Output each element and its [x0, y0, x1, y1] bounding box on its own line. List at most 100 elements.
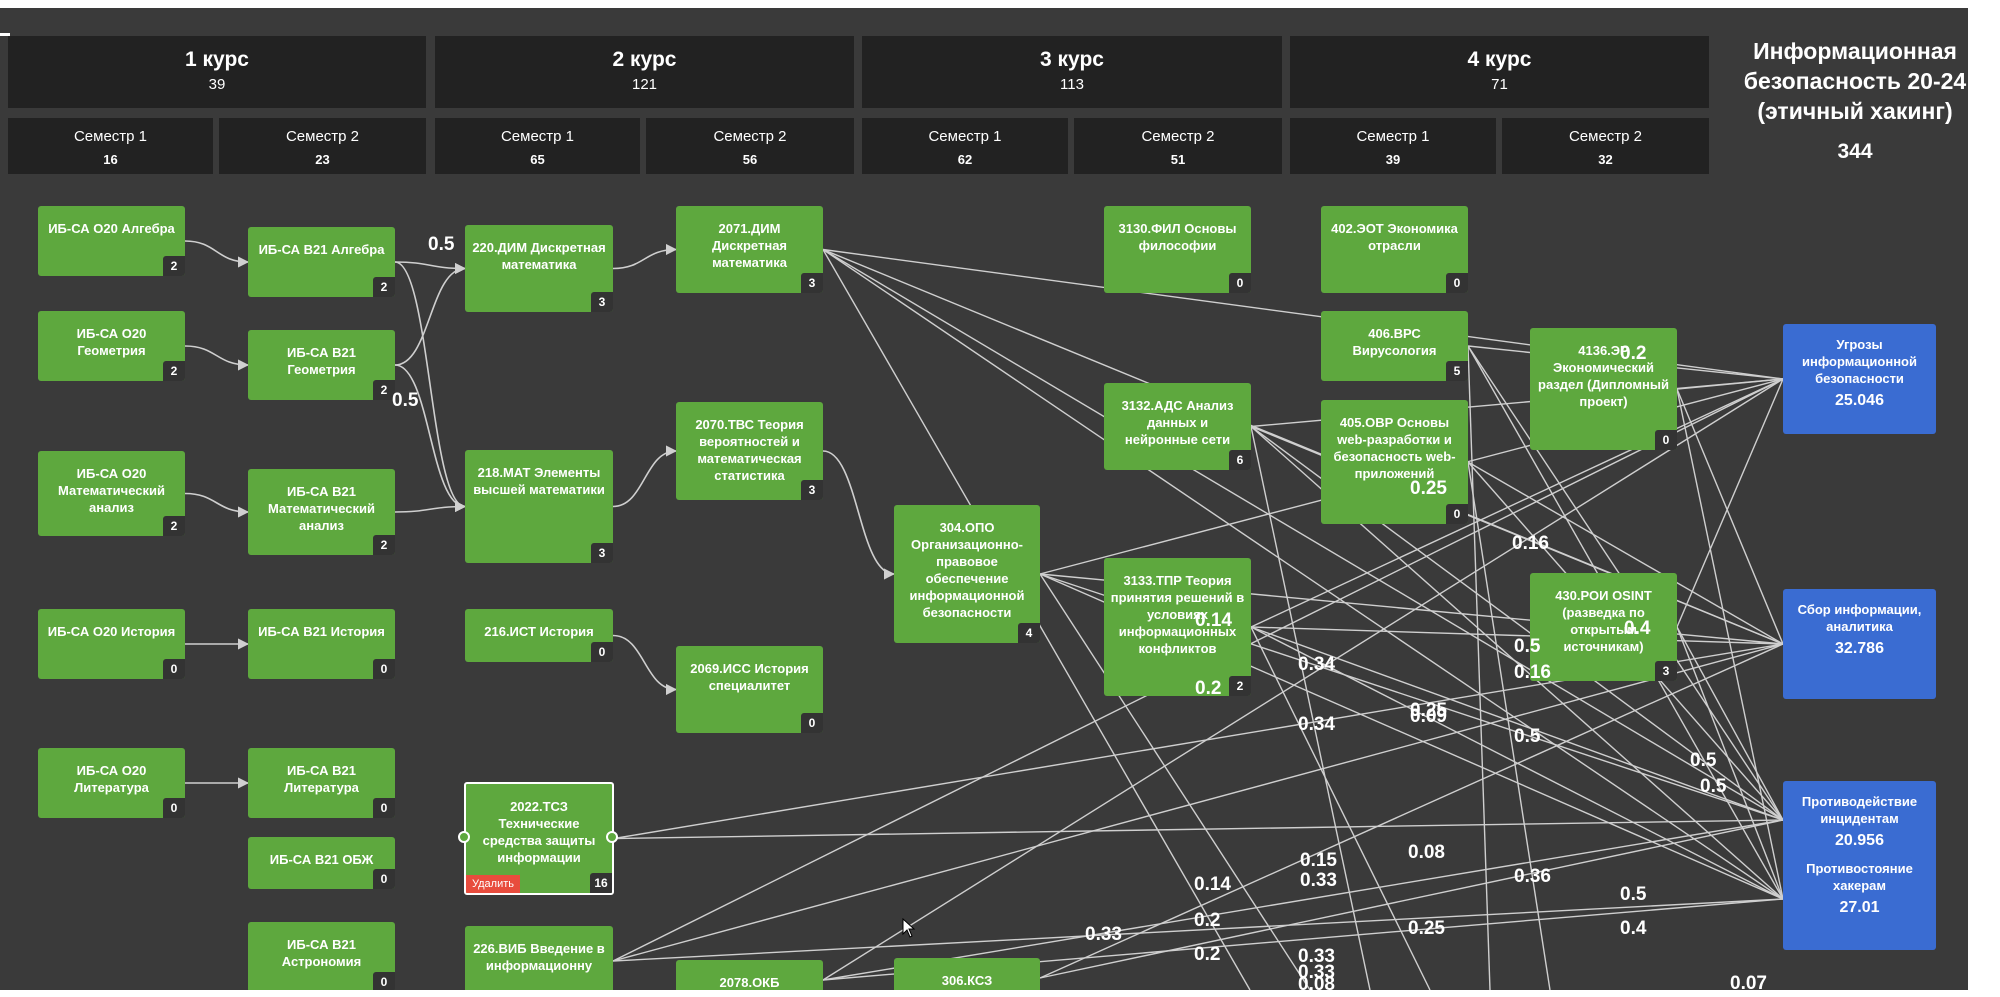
- course-card[interactable]: 2070.ТВС Теория вероятностей и математич…: [676, 402, 823, 500]
- course-credits: 5: [1446, 361, 1468, 381]
- year-count: 39: [208, 76, 226, 93]
- connector-handle-left[interactable]: [458, 831, 470, 843]
- competency-anti-hacker[interactable]: Противостояние хакерам 27.01: [1783, 848, 1936, 950]
- competency-label: Противодействие инцидентам: [1801, 794, 1918, 826]
- semester-title: Семестр 1: [500, 128, 575, 145]
- course-credits: 3: [591, 543, 613, 563]
- course-card-selected[interactable]: 2022.ТСЗ Технические средства защиты инф…: [464, 782, 614, 895]
- delete-button[interactable]: Удалить: [466, 875, 520, 893]
- edge-weight: 0.2: [1194, 910, 1221, 931]
- course-label: ИБ-СА О20 Геометрия: [76, 326, 147, 358]
- curriculum-canvas[interactable]: 1 курс 39 2 курс 121 3 курс 113 4 курс 7…: [0, 8, 1968, 990]
- course-credits: 2: [163, 361, 185, 381]
- course-credits: 3: [591, 292, 613, 312]
- competency-info-gathering[interactable]: Сбор информации, аналитика 32.786: [1783, 589, 1936, 699]
- semester-title: Семестр 2: [285, 128, 360, 145]
- year-header-1: 1 курс 39: [8, 36, 426, 108]
- course-card[interactable]: 306.КСЗ: [894, 958, 1040, 990]
- dependency-edge: [612, 634, 678, 696]
- course-credits: 2: [373, 535, 395, 555]
- semester-header: Семестр 2 32: [1502, 118, 1709, 174]
- semester-count: 16: [103, 152, 118, 167]
- edge-weight: 0.2: [1195, 678, 1222, 699]
- course-card[interactable]: 3133.ТПР Теория принятия решений в услов…: [1104, 558, 1251, 696]
- competency-incident-response[interactable]: Противодействие инцидентам 20.956: [1783, 781, 1936, 859]
- semester-title: Семестр 2: [1141, 128, 1215, 145]
- edge-weight: 0.08: [1408, 842, 1445, 863]
- edge-weight: 0.33: [1298, 962, 1335, 983]
- edge-weight: 0.25: [1408, 918, 1445, 939]
- competency-edge: [613, 819, 1784, 840]
- competency-edge: [822, 378, 1784, 981]
- semester-count: 23: [315, 152, 330, 167]
- course-label: ИБ-СА В21 История: [258, 624, 385, 639]
- course-label: ИБ-СА В21 ОБЖ: [269, 852, 374, 867]
- dependency-edge: [394, 261, 467, 275]
- competency-edge: [1676, 378, 1784, 390]
- edge-weight: 0.25: [1410, 700, 1447, 721]
- course-label: ИБ-СА В21 Геометрия: [287, 345, 356, 377]
- course-label: 306.КСЗ: [941, 973, 993, 988]
- course-credits: 0: [373, 798, 395, 818]
- competency-edge: [822, 819, 1784, 981]
- semester-header: Семестр 1 16: [8, 118, 213, 174]
- semester-header: Семестр 2 51: [1074, 118, 1282, 174]
- edge-weight: 0.33: [1300, 870, 1337, 891]
- course-label: ИБ-СА В21 Алгебра: [258, 242, 385, 257]
- year-count: 121: [631, 76, 658, 93]
- competency-edge: [822, 248, 1784, 821]
- competency-edge: [1039, 819, 1784, 979]
- course-card[interactable]: 405.ОВР Основы web-разработки и безопасн…: [1321, 400, 1468, 524]
- edge-weight: 0.5: [1514, 636, 1541, 657]
- course-credits: 0: [1446, 273, 1468, 293]
- competency-threats[interactable]: Угрозы информационной безопасности 25.04…: [1783, 324, 1936, 434]
- semester-title: Семестр 1: [1356, 128, 1430, 145]
- course-card[interactable]: 304.ОПО Организационно-правовое обеспече…: [894, 505, 1040, 643]
- edge-weight: 0.5: [392, 390, 419, 411]
- course-card[interactable]: 402.ЭОТ Экономика отрасли 0: [1321, 206, 1468, 293]
- course-label: 402.ЭОТ Экономика отрасли: [1331, 221, 1458, 253]
- course-label: 304.ОПО Организационно-правовое обеспече…: [909, 520, 1025, 620]
- year-count: 71: [1491, 76, 1508, 93]
- course-card[interactable]: 226.ВИБ Введение в информационну: [465, 926, 613, 990]
- edge-weight: 0.14: [1194, 874, 1231, 895]
- course-card[interactable]: 2078.ОКБ: [676, 960, 823, 990]
- course-credits: 2: [163, 256, 185, 276]
- competency-label: Угрозы информационной безопасности: [1802, 337, 1917, 386]
- year-count: 113: [1060, 76, 1084, 93]
- course-credits: 3: [1655, 661, 1677, 681]
- competency-edge: [1676, 626, 1784, 900]
- dependency-edge: [394, 261, 467, 513]
- course-card[interactable]: 4136.ЭР Экономический раздел (Дипломный …: [1530, 328, 1677, 450]
- edge-weight: 0.14: [1195, 610, 1232, 631]
- connector-handle-right[interactable]: [606, 831, 618, 843]
- semester-count: 56: [742, 152, 758, 167]
- competency-value: 27.01: [1839, 899, 1880, 916]
- edge-weight: 0.08: [1298, 974, 1335, 990]
- dependency-edge: [394, 364, 467, 513]
- course-card[interactable]: ИБ-СА О20 Геометрия 2: [38, 311, 185, 381]
- edge-weight: 0.2: [1620, 343, 1647, 364]
- course-card[interactable]: 430.РОИ OSINT (разведка по открытым исто…: [1530, 573, 1677, 681]
- course-label: 216.ИСТ История: [484, 624, 594, 639]
- year-header-4: 4 курс 71: [1290, 36, 1709, 108]
